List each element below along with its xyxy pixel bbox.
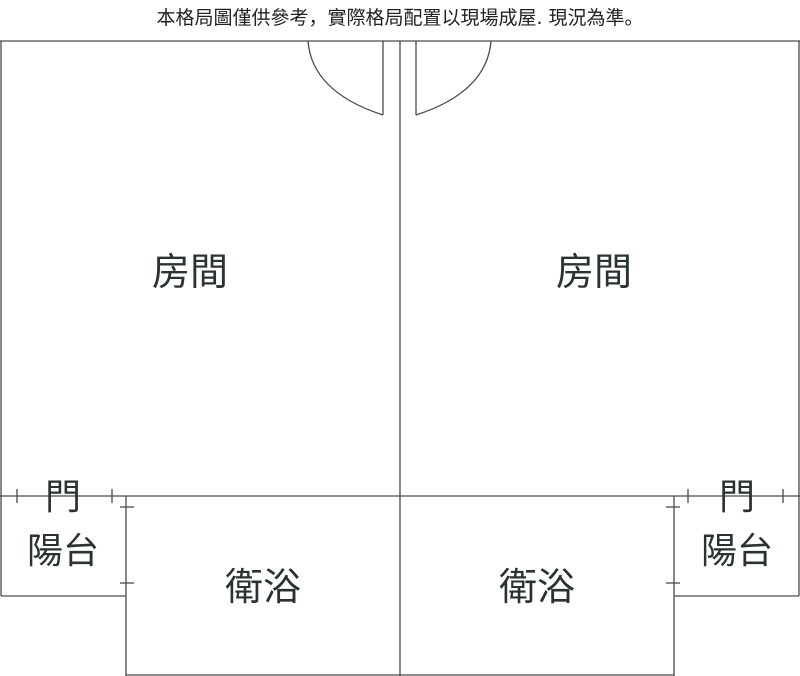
left-bath-label: 衛浴 xyxy=(225,565,301,609)
right-door-label: 門 xyxy=(719,477,755,518)
disclaimer: 本格局圖僅供參考，實際格局配置以現場成屋. 現況為準。 xyxy=(156,7,643,29)
right-door-arc xyxy=(415,40,492,116)
right-balcony-label: 陽台 xyxy=(701,531,773,572)
right-bath-label: 衛浴 xyxy=(499,565,575,609)
left-balcony-label: 陽台 xyxy=(27,531,99,572)
left-door-arc xyxy=(307,40,384,116)
left-room-label: 房間 xyxy=(152,250,228,294)
right-room-label: 房間 xyxy=(556,250,632,294)
opening-ticks xyxy=(16,489,784,584)
walls xyxy=(0,40,800,676)
left-door-label: 門 xyxy=(45,477,81,518)
door-swings xyxy=(307,40,492,116)
